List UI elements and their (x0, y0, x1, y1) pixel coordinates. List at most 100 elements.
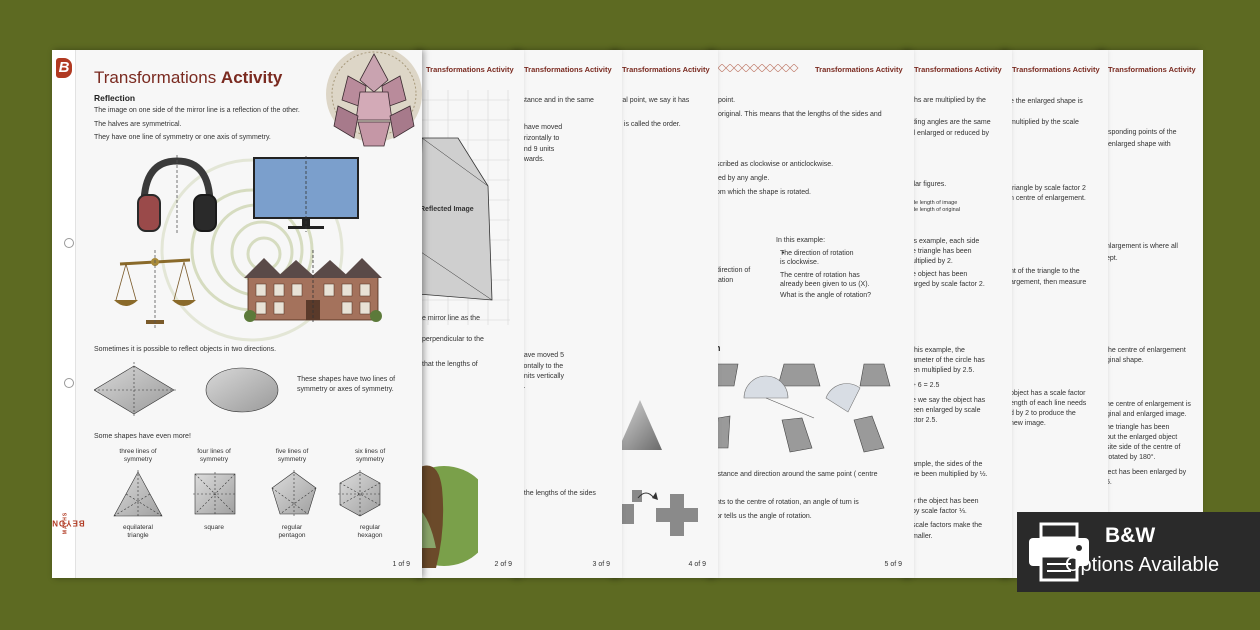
page-text: multiplied by the scale (1010, 119, 1079, 126)
page-text: om which the shape is rotated. (716, 189, 811, 196)
page-text: arged by scale factor 2. (912, 281, 985, 288)
section-heading: Reflection (94, 93, 136, 103)
shape-name-label: regular hexagon (357, 524, 383, 540)
two-directions-text: Sometimes it is possible to reflect obje… (94, 346, 277, 353)
page-text: ginal shape. (1106, 357, 1144, 364)
page-text: and 9 units (520, 146, 555, 153)
page-text: e triangle has been (912, 248, 972, 255)
example-title: In this example: (776, 237, 826, 244)
page-text: have moved 5 (520, 352, 564, 359)
brand-vertical: BEYOND MATHS (52, 511, 85, 535)
page-text: ject has been enlarged by (1106, 469, 1187, 476)
balance-scales-icon (114, 250, 196, 330)
page-text: point. (718, 97, 736, 104)
page-text: have moved (524, 124, 563, 131)
page-1-sheet: B BEYOND MATHS Transformations Activity … (52, 50, 422, 578)
page-number: 5 of 9 (884, 561, 902, 568)
shape-name-label: square (204, 524, 224, 531)
page-text: pwards. (520, 156, 545, 163)
page-text: maller. (912, 533, 933, 540)
page-text: ilar figures. (912, 181, 947, 188)
page-header: Transformations Activity (524, 65, 612, 74)
page-text: enlarged shape with (1108, 141, 1171, 148)
headphones-icon (137, 155, 217, 235)
page-5-sheet: Transformations Activity point. original… (710, 50, 914, 578)
page-text: nlargement is where all (1106, 243, 1178, 250)
shape-lines-label: five lines of symmetry (275, 448, 309, 464)
page-text: ept. (1106, 255, 1118, 262)
page-text: nts to the centre of rotation, an angle … (716, 499, 859, 506)
page-text: d by 2 to produce the (1010, 410, 1076, 417)
page-title: Transformations Activity (94, 68, 283, 87)
two-axes-note: symmetry or axes of symmetry. (297, 386, 394, 393)
reflection-grid (418, 90, 510, 325)
page-text: ths are multiplied by the (912, 97, 986, 104)
page-text: perpendicular to the (422, 336, 484, 343)
page-text: e mirror line as the (422, 315, 480, 322)
page-text: n centre of enlargement. (1010, 195, 1086, 202)
example-bullet: The direction of rotation is clockwise. (780, 250, 854, 267)
page-text: is example, each side (912, 238, 980, 245)
page-text: the centre of enlargement (1106, 347, 1186, 354)
page-text: ding angles are the same (912, 119, 991, 126)
page-text: this example, the (912, 347, 965, 354)
badge-subtitle: Options Available (1065, 554, 1220, 576)
page-6-sheet: Transformations Activity ths are multipl… (906, 50, 1012, 578)
badge-title: B&W (1105, 524, 1156, 547)
punch-hole-icon (64, 378, 74, 388)
rotation-diagram (714, 363, 891, 453)
example-bullet: What is the angle of rotation? (780, 292, 872, 299)
page-text: scale factors make the (912, 522, 983, 529)
page-text: original. This means that the lengths of… (718, 111, 882, 118)
shape-name-label: equilateral triangle (123, 524, 153, 540)
intro-line: The halves are symmetrical. (94, 121, 182, 128)
page-text: units vertically (520, 373, 564, 380)
binding-strip: B BEYOND MATHS (52, 50, 85, 578)
page-text: ÷ 6 = 2.5 (912, 382, 940, 389)
page-header: Transformations Activity (1108, 65, 1196, 74)
page-text: object has a scale factor (1010, 390, 1086, 397)
page-text: ll enlarged or reduced by (912, 130, 990, 137)
decorative-border (718, 64, 799, 72)
page-text: rotated by 180°. (1106, 454, 1156, 461)
page-text: scribed as clockwise or anticlockwise. (716, 161, 834, 168)
reflected-image-label: Reflected Image (420, 206, 474, 213)
page-text: by scale factor ⅓. (912, 508, 967, 515)
page-text: 5. (1106, 479, 1112, 486)
page-text: ted by any angle. (716, 175, 770, 182)
page-3-sheet: Transformations Activity istance and in … (516, 50, 622, 578)
mansion-icon (244, 250, 382, 322)
page-text: he centre of enlargement is (1106, 401, 1191, 408)
punch-hole-icon (64, 238, 74, 248)
page-text: e object has been (912, 271, 968, 278)
shape-name-label: regular pentagon (278, 524, 306, 540)
page-header: Transformations Activity (1012, 65, 1100, 74)
bw-options-badge: B&W Options Available (1017, 512, 1260, 592)
page-text: istance and in the same (520, 97, 594, 104)
page-4-sheet: Transformations Activity ral point, we s… (614, 50, 718, 578)
page-text: e the enlarged shape is (1010, 98, 1083, 105)
page-text: ctor 2.5. (912, 417, 938, 424)
page-text: de length of original (912, 207, 961, 213)
page-text: en multiplied by 2.5. (912, 367, 975, 374)
page-text: ultiplied by 2. (912, 258, 953, 265)
page-text: argement, then measure (1010, 279, 1087, 286)
page-text: ral point, we say it has (620, 97, 690, 104)
printer-icon (1029, 522, 1089, 582)
two-axes-shapes (94, 362, 279, 418)
page-2-sheet: Transformations Activity Reflected Image… (418, 50, 524, 578)
page-text: orizontally to (520, 135, 560, 142)
page-number: 2 of 9 (494, 561, 512, 568)
page-text: ginal and enlarged image. (1106, 411, 1187, 418)
page-8-sheet: Transformations Activity sponding points… (1100, 50, 1203, 578)
page-number: 1 of 9 (392, 561, 410, 568)
example-bullet: The centre of rotation has already been … (780, 272, 870, 289)
page-text: new image. (1010, 420, 1046, 427)
monitor-icon (253, 156, 359, 232)
page-text: ength of each line needs (1010, 400, 1087, 407)
intro-line: The image on one side of the mirror line… (94, 107, 300, 114)
page-text: e we say the object has (912, 397, 986, 404)
page-text: tation (716, 277, 734, 284)
page-7-sheet: Transformations Activity e the enlarged … (1004, 50, 1108, 578)
swirl-decoration-icon (160, 158, 344, 342)
